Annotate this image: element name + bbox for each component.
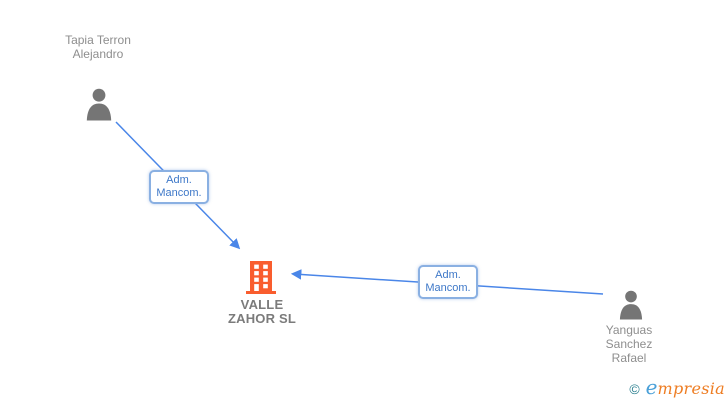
person-node-label-yanguas-sanchez-rafael[interactable]: Yanguas Sanchez Rafael [605, 323, 653, 365]
edge-label-adm-mancom-2: Adm. Mancom. [418, 265, 478, 299]
edge-label-adm-mancom-1: Adm. Mancom. [149, 170, 209, 204]
person-node-yanguas-sanchez-rafael[interactable] [616, 290, 646, 320]
person-node-label-tapia-terron-alejandro[interactable]: Tapia Terron Alejandro [65, 33, 131, 61]
person-icon [616, 290, 646, 320]
company-node-label-valle-zahor-sl[interactable]: VALLE ZAHOR SL [227, 297, 297, 326]
person-icon [84, 88, 114, 121]
company-node-valle-zahor-sl[interactable] [246, 261, 276, 294]
empresia-logo-text: empresia [645, 375, 725, 399]
person-node-tapia-terron-alejandro[interactable] [84, 88, 114, 121]
copyright-icon: © [629, 381, 640, 397]
empresia-logo[interactable]: © empresia [629, 375, 725, 399]
building-icon [246, 261, 276, 294]
